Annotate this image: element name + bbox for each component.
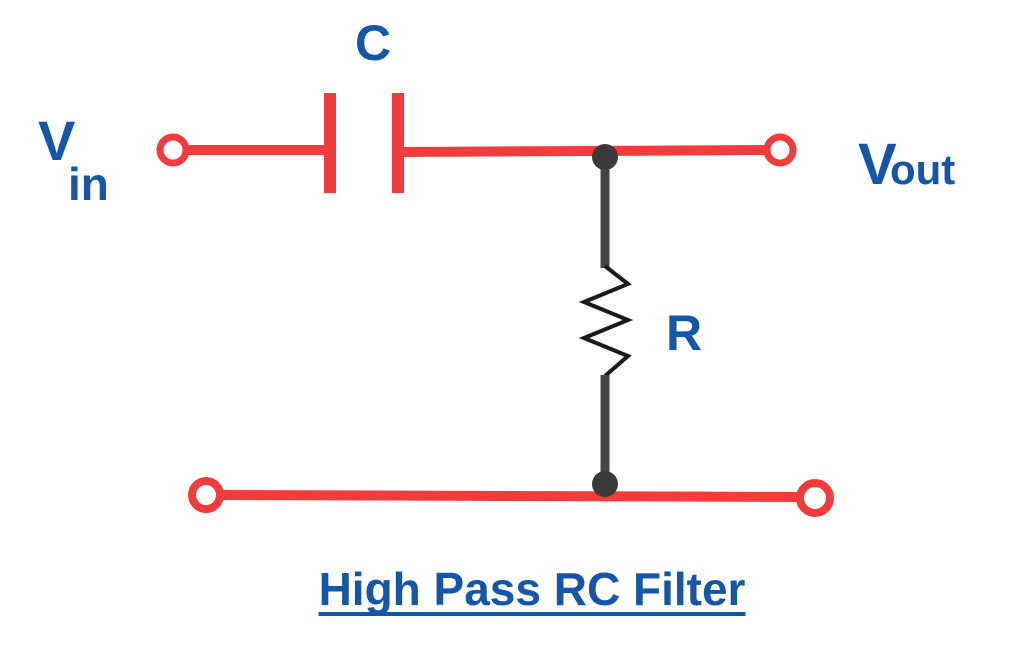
capacitor-label: C (355, 15, 391, 71)
junction-node-bottom (592, 471, 618, 497)
diagram-title: High Pass RC Filter (319, 563, 746, 615)
resistor-label: R (666, 305, 702, 361)
resistor-zigzag (578, 264, 634, 378)
vin-terminal-bottom (188, 477, 224, 513)
vin-terminal-top (156, 133, 190, 167)
junction-node-top (592, 144, 618, 170)
vout-subscript: out (890, 146, 955, 193)
ground-rail (221, 490, 801, 502)
output-wire (397, 145, 767, 157)
vin-subscript: in (68, 158, 109, 210)
vout-label: V (858, 132, 897, 197)
vin-label: V (38, 109, 75, 172)
vout-terminal-bottom (796, 479, 834, 517)
vout-terminal-top (763, 133, 797, 167)
